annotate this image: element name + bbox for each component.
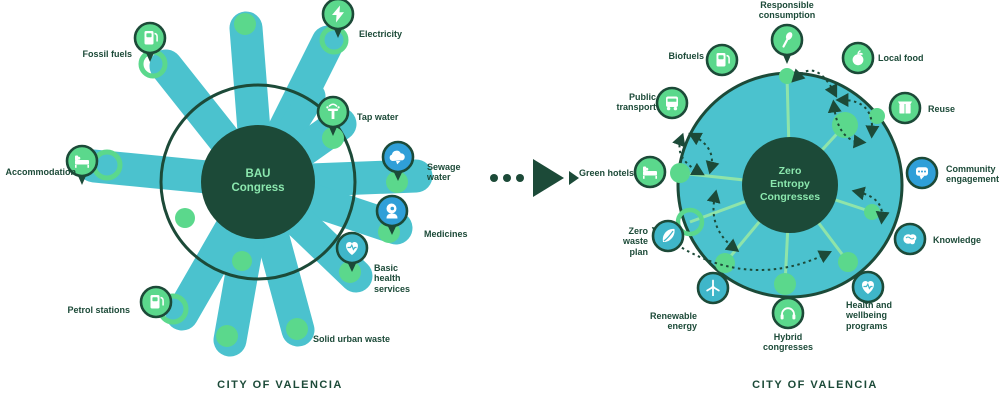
fuel-station-icon: [150, 295, 164, 309]
label-sewage-water: Sewage water: [427, 162, 461, 183]
zero-badge-knowledge: [893, 222, 927, 256]
zero-entropy-diagram: [633, 23, 939, 330]
fuel-pump-icon: [144, 31, 158, 45]
zero-pin-consumption: [770, 23, 804, 64]
bau-congress-diagram: [65, 0, 433, 357]
label-knowledge: Knowledge: [933, 235, 982, 245]
headphones-icon: [780, 307, 796, 320]
bau-badge-petrol: [139, 285, 173, 319]
bau-pin-fuel: [133, 21, 167, 62]
zero-badge-biofuels: [705, 43, 739, 77]
label-responsible-consumption: Responsible consumption: [758, 0, 816, 21]
label-accommodation: Accommodation: [5, 167, 76, 177]
transition-arrow-icon: [490, 159, 579, 197]
label-community-engagement: Community engagement: [946, 164, 1000, 185]
zero-badge-local-food: [841, 41, 875, 75]
bed-icon: [75, 155, 89, 168]
brain-icon: [903, 234, 917, 245]
label-local-food: Local food: [878, 53, 924, 63]
label-medicines: Medicines: [424, 229, 468, 239]
zero-badge-wellbeing: [851, 270, 885, 304]
zero-badge-hotels: [633, 155, 667, 189]
label-green-hotels: Green hotels: [578, 168, 634, 178]
bau-pin-accommodation: [65, 144, 99, 185]
zero-badge-reuse: [888, 91, 922, 125]
zero-entropy-hub-label: Zero Entropy Congresses: [759, 165, 821, 203]
head-icon: [386, 203, 398, 219]
zero-badge-hybrid: [771, 296, 805, 330]
bau-pin-health: [335, 231, 369, 272]
wind-turbine-icon: [706, 279, 720, 296]
spoon-icon: [782, 32, 793, 48]
heart-pulse-icon: [862, 281, 874, 294]
bau-boundary-ring: [159, 83, 357, 281]
bau-pin-electricity: [321, 0, 355, 38]
label-biofuels: Biofuels: [668, 51, 704, 61]
label-wellbeing: Health and wellbeing programs: [846, 300, 893, 331]
fuel-pump-icon: [716, 53, 730, 67]
leaf-icon: [662, 228, 675, 243]
zero-badge-bus: [655, 86, 689, 120]
bau-hub-label: BAU Congress: [231, 168, 285, 195]
bau-pin-sewage: [381, 140, 415, 181]
label-electricity: Electricity: [359, 29, 403, 39]
water-fountain-icon: [326, 103, 340, 119]
box-icon: [898, 101, 912, 114]
zero-badge-zero-waste: [651, 219, 685, 253]
label-reuse: Reuse: [928, 104, 956, 114]
label-hybrid-congresses: Hybrid congresses: [762, 332, 814, 353]
lightning-icon: [332, 5, 344, 23]
zero-badge-community: [905, 156, 939, 190]
bau-node-dots: [175, 13, 408, 347]
label-petrol-stations: Petrol stations: [67, 305, 130, 315]
label-zero-waste: Zero waste plan: [622, 226, 648, 257]
zero-entropy-hub: [742, 137, 838, 233]
bau-hub: [201, 125, 315, 239]
label-tap-water: Tap water: [357, 112, 399, 122]
bau-caption: CITY OF VALENCIA: [217, 379, 343, 391]
cloud-icon: [389, 150, 405, 165]
bau-pin-medicines: [375, 194, 409, 235]
zero-badge-renewables: [696, 271, 730, 305]
bau-pin-tap-water: [316, 95, 350, 136]
bus-icon: [666, 96, 678, 111]
label-solid-urban-waste: Solid urban waste: [313, 334, 391, 344]
heart-pulse-icon: [346, 242, 358, 255]
apple-icon: [852, 49, 864, 66]
zero-entropy-caption: CITY OF VALENCIA: [752, 379, 878, 391]
label-fossil-fuels: Fossil fuels: [82, 49, 132, 59]
bed-icon: [643, 166, 657, 179]
speech-bubble-icon: [916, 167, 928, 180]
label-basic-health-services: Basic health services: [374, 263, 411, 294]
label-renewable-energy: Renewable energy: [649, 311, 697, 332]
label-public-transport: Public transport: [616, 92, 656, 113]
